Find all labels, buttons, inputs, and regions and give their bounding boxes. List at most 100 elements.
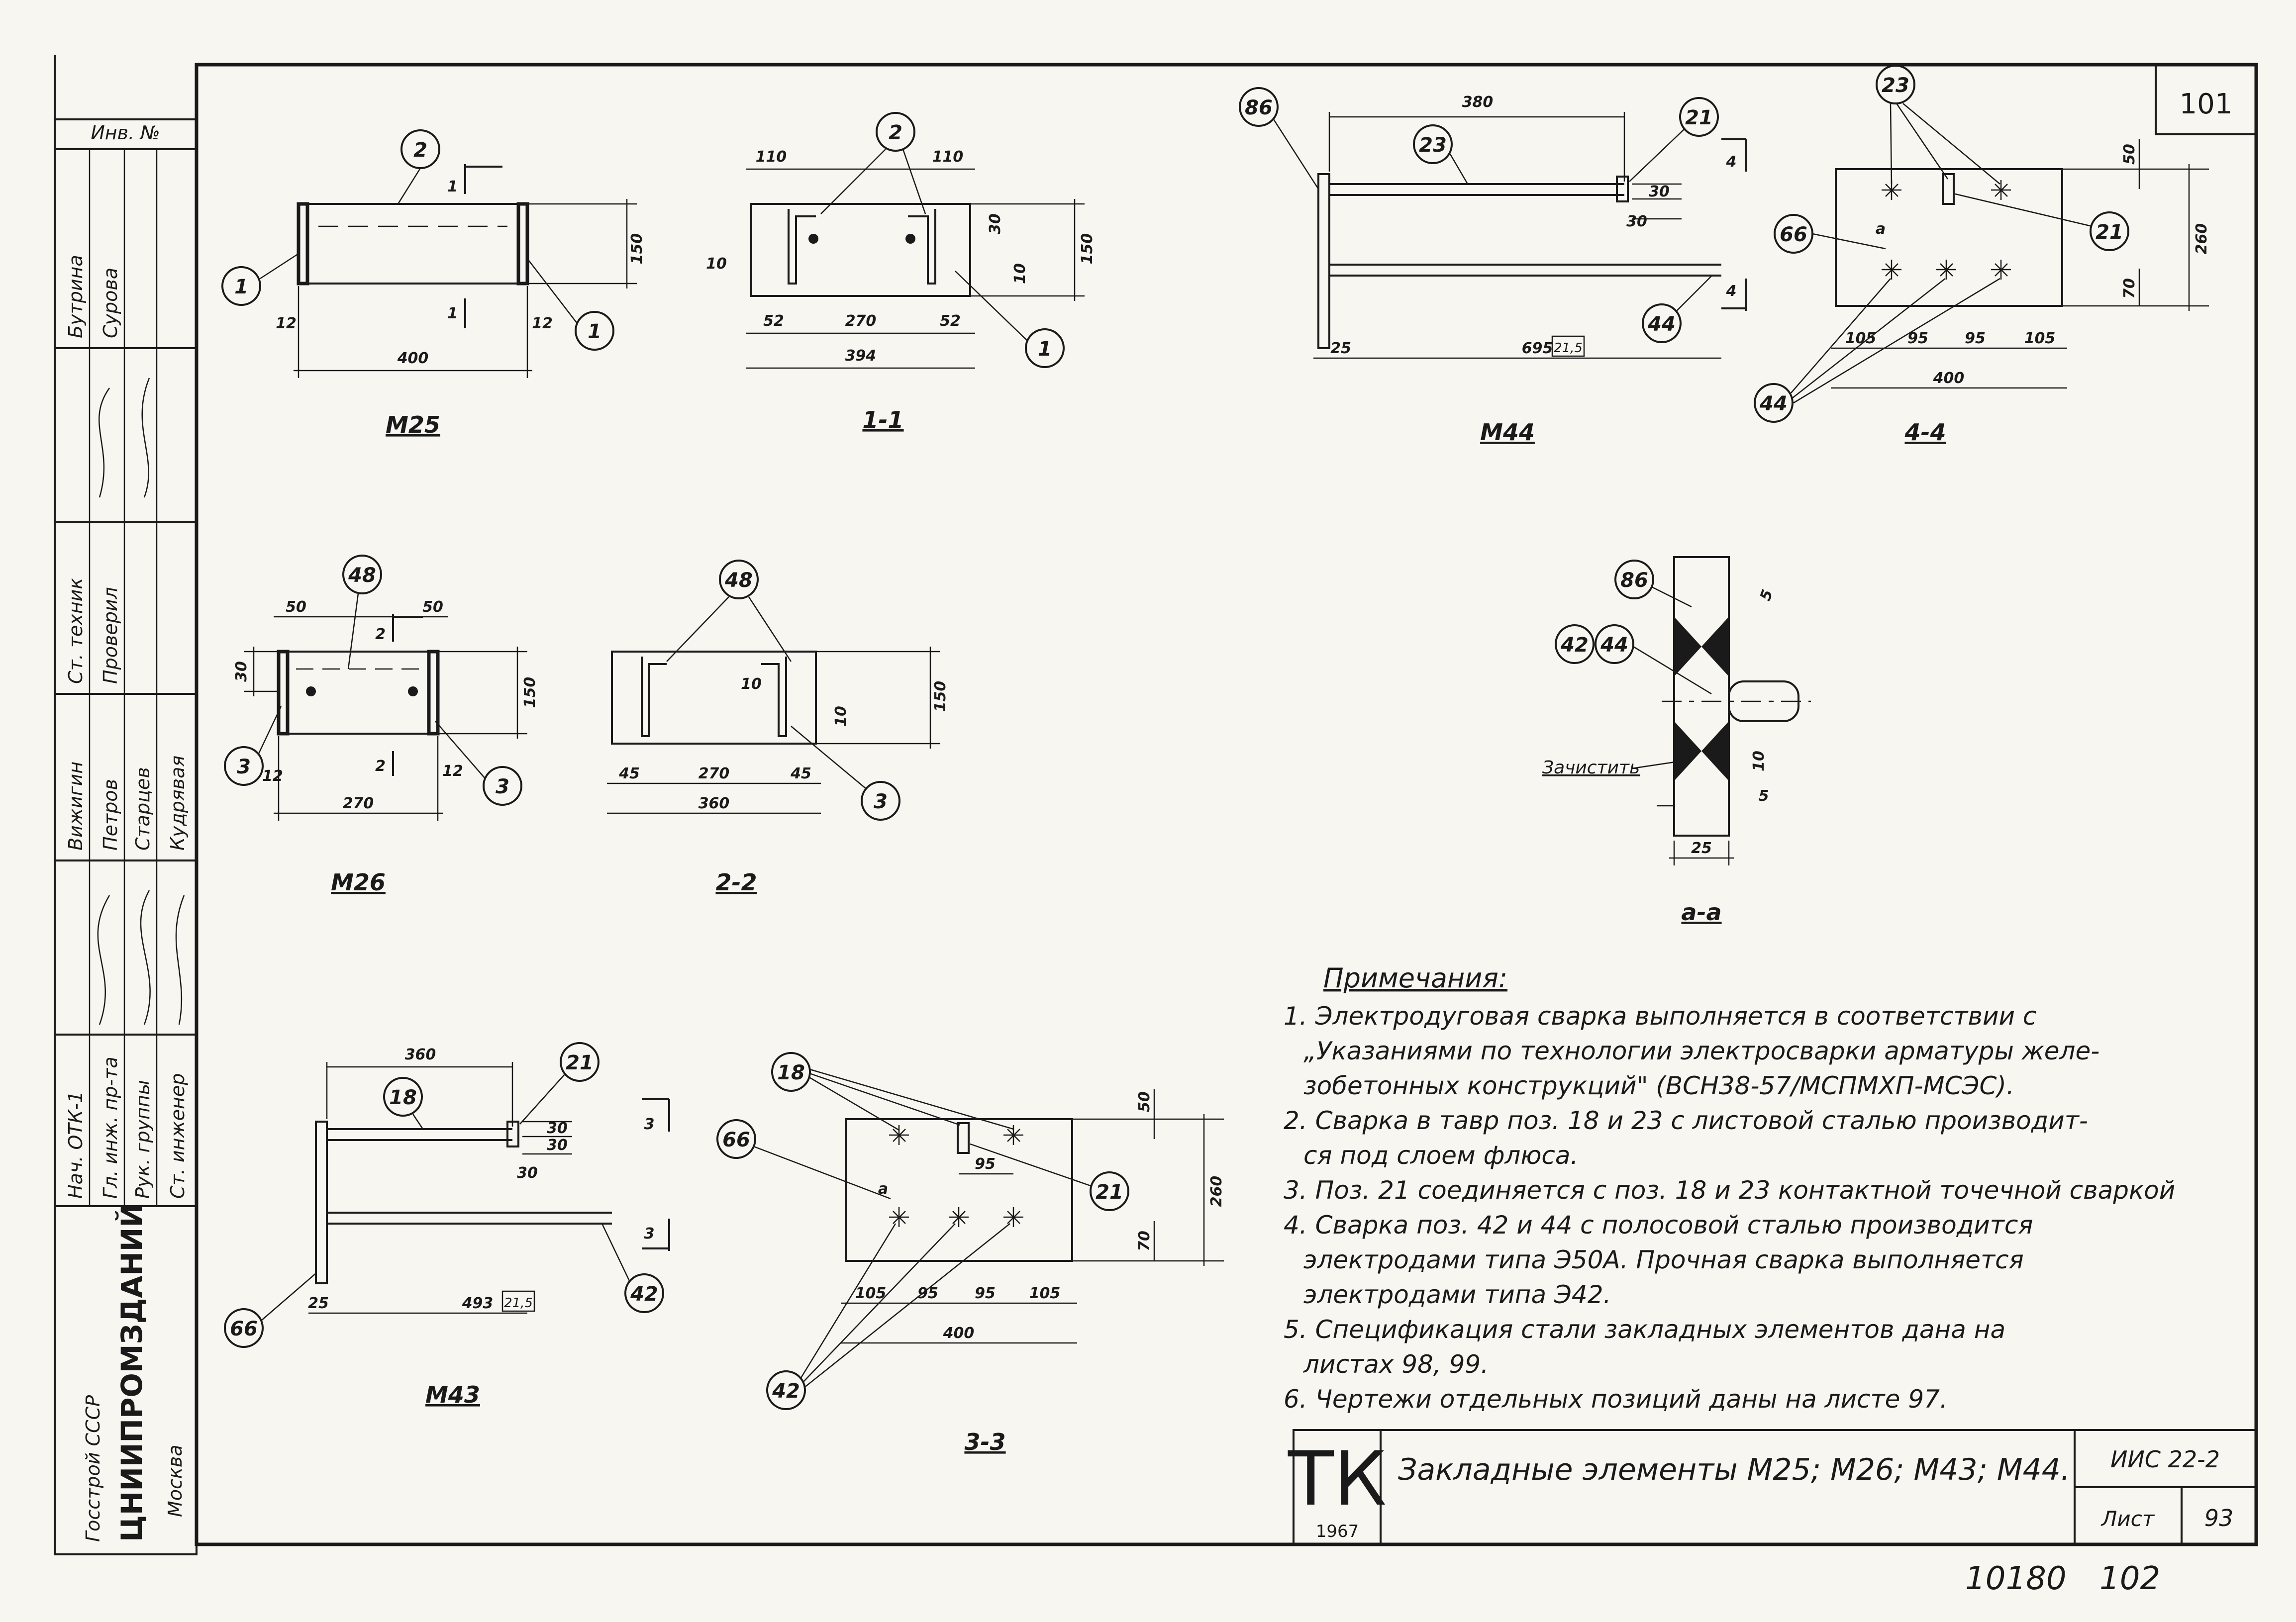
sidebar-name-2a: Ст. техник [65,578,87,684]
note-line-1: 1. Электродуговая сварка выполняется в с… [1284,1002,2036,1031]
s44-section-a: a [1876,220,1886,238]
s33-bubble-66: 66 [722,1129,750,1151]
s44-dim-95b: 95 [1965,330,1986,347]
m44-dim-25: 25 [1330,340,1351,357]
saa-view-label: а-а [1681,899,1721,926]
sidebar-name-3b: Петров [100,779,121,851]
s11-dim-394: 394 [845,347,877,365]
s22-dim-270: 270 [699,765,730,782]
s11-dim-10a: 10 [706,255,727,273]
m44-dim-380: 380 [1462,94,1494,111]
sidebar-name-4b: Гл. инж. пр-та [100,1056,121,1199]
saa-dim-5b: 5 [1759,787,1769,805]
note-line-7: 4. Сварка поз. 42 и 44 с полосовой сталь… [1284,1211,2033,1240]
view-m43: 360 25 493 21,5 30 30 30 3 3 18 21 66 42… [224,1042,670,1408]
s22-bubble-3: 3 [874,790,888,813]
note-line-5: ся под слоем флюса. [1303,1141,1578,1170]
s11-dim-270: 270 [845,312,877,330]
m25-dim-12b: 12 [532,315,553,332]
note-line-2: „Указаниями по технологии электросварки … [1303,1037,2099,1065]
m44-view-label: М44 [1480,419,1535,446]
s33-dim-95b: 95 [917,1285,938,1302]
s33-dim-260: 260 [1208,1176,1225,1207]
s44-dim-400: 400 [1933,370,1965,387]
org-cniipromzdaniy: ЦНИИПРОМЗДАНИЙ [114,1203,149,1542]
m43-dim-30c: 30 [517,1164,538,1182]
m26-dim-12b: 12 [442,763,463,780]
m44-dim-695: 695 [1522,340,1553,357]
title-year: 1967 [1316,1522,1359,1541]
note-line-12: 6. Чертежи отдельных позиций даны на лис… [1284,1385,1948,1414]
note-line-11: листах 98, 99. [1303,1350,1489,1379]
s22-dim-360: 360 [699,795,730,812]
m44-bubble-23: 23 [1419,134,1447,157]
sidebar-name-4c: Рук. группы [132,1080,154,1199]
s44-dim-50: 50 [2121,144,2138,165]
s22-dim-45a: 45 [618,765,640,782]
m43-bubble-18: 18 [389,1086,417,1109]
title-tk: ТК [1288,1436,1387,1523]
view-section-a-a: 25 5 5 10 Зачистить 86 42 44 а-а [1542,556,1811,926]
view-m25: 400 150 12 12 1 1 2 1 1 М25 [221,129,646,438]
sidebar-name-1a: Бутрина [65,255,87,338]
m26-dim-270: 270 [343,795,374,812]
s44-bubble-44: 44 [1759,392,1788,415]
s11-dim-110b: 110 [932,148,964,166]
s11-bubble-1: 1 [1038,338,1052,361]
sidebar-name-4d: Ст. инженер [167,1073,189,1199]
title-sheet-no: 93 [2204,1505,2234,1531]
saa-bubble-44: 44 [1600,634,1628,657]
m25-cut-bottom: 1 [447,305,458,322]
saa-bubble-86: 86 [1620,569,1648,592]
view-section-1-1: 110 110 52 270 52 394 150 30 10 10 2 1 1… [706,112,1096,433]
title-text: Закладные элементы М25; М26; М43; М44. [1398,1452,2070,1487]
note-line-8: электродами типа Э50А. Прочная сварка вы… [1303,1245,2024,1274]
s11-dim-30: 30 [987,213,1004,234]
s33-dim-400: 400 [943,1325,975,1342]
s33-dim-50: 50 [1136,1091,1153,1112]
s33-dim-105a: 105 [855,1285,887,1302]
m43-dim-493: 493 [462,1295,494,1312]
s11-bubble-2: 2 [889,121,902,144]
m25-bubble-1a: 1 [234,276,248,298]
s33-dim-95: 95 [975,1155,996,1173]
m44-dim-30a: 30 [1649,183,1670,200]
s11-dim-110a: 110 [756,148,787,166]
s33-section-a: a [878,1180,888,1198]
view-m26: 50 50 30 150 270 12 12 2 2 48 3 3 М26 [224,555,539,896]
m26-bubble-48: 48 [348,564,376,587]
notes-title: Примечания: [1323,962,1507,994]
m44-bubble-21: 21 [1685,106,1713,129]
title-block: ТК 1967 Закладные элементы М25; М26; М43… [1288,1429,2257,1545]
s44-bubble-66: 66 [1780,223,1807,246]
m25-view-label: М25 [386,411,440,438]
m43-dim-25: 25 [308,1295,329,1312]
sidebar-name-1b: Сурова [100,268,121,338]
s22-bubble-48: 48 [724,569,753,592]
s44-dim-260: 260 [2193,223,2210,255]
s11-dim-150: 150 [1079,233,1096,265]
org-moscow: Москва [164,1444,186,1517]
sidebar-name-3d: Кудрявая [167,756,189,851]
m43-box: 21,5 [504,1296,533,1311]
m26-dim-50b: 50 [422,598,443,616]
bottom-number-2: 102 [2099,1560,2160,1597]
m44-cut-top: 4 [1726,153,1737,171]
s22-dim-45b: 45 [790,765,811,782]
m44-cut-bottom: 4 [1726,283,1737,300]
m43-dim-30a: 30 [547,1120,568,1137]
m25-bubble-2: 2 [413,139,427,162]
m25-dim-150: 150 [628,233,646,265]
note-line-3: зобетонных конструкций" (ВСН38-57/МСПМХП… [1303,1071,2014,1100]
s33-dim-95c: 95 [975,1285,996,1302]
title-sheet-label: Лист [2100,1507,2155,1531]
m25-bubble-1b: 1 [588,320,601,343]
bottom-number-1: 10180 [1965,1560,2067,1597]
s11-dim-52a: 52 [763,312,784,330]
corner-number: 101 [2180,88,2233,120]
s22-dim-10a: 10 [741,675,762,693]
s33-bubble-18: 18 [777,1061,805,1084]
s11-dim-10b: 10 [1011,263,1029,284]
view-section-4-4: 260 50 70 105 95 95 105 400 a 23 66 21 4… [1754,65,2210,446]
